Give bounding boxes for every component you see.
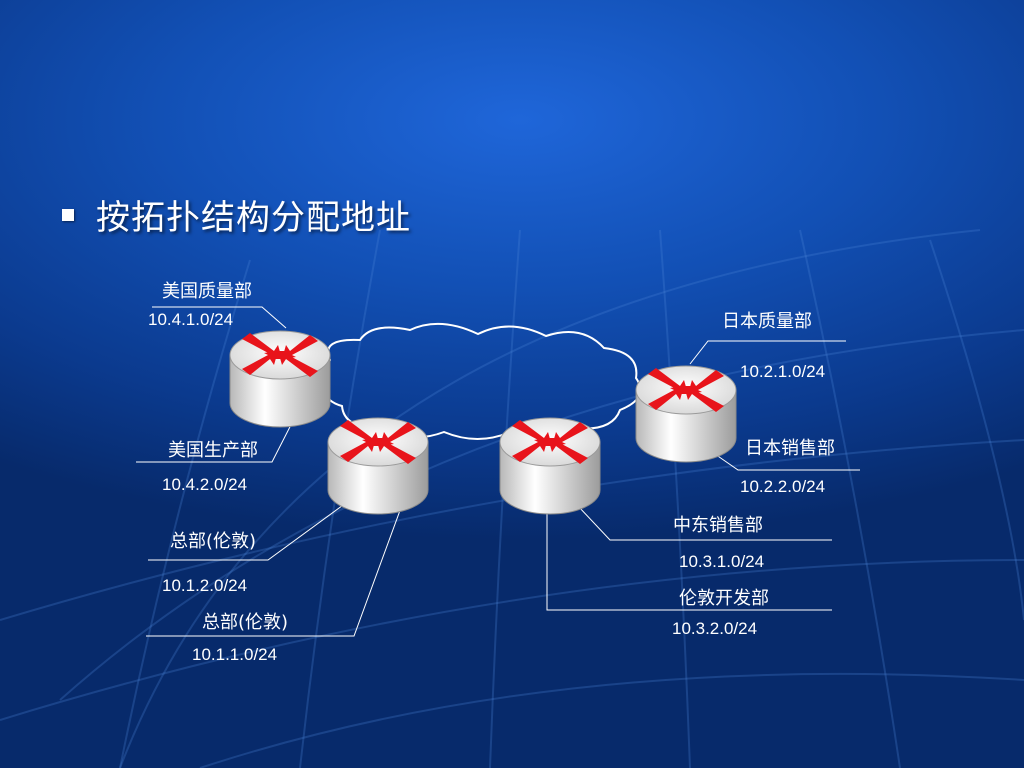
label-me-sales: 中东销售部 bbox=[673, 515, 763, 536]
label-me-sales-ip: 10.3.1.0/24 bbox=[679, 552, 765, 571]
line-hq-london-2 bbox=[146, 504, 403, 637]
slide-title: 按拓扑结构分配地址 bbox=[96, 198, 411, 238]
label-jp-sales-ip: 10.2.2.0/24 bbox=[740, 477, 826, 496]
line-jp-sales bbox=[711, 451, 860, 471]
line-us-quality bbox=[152, 306, 287, 329]
line-me-sales bbox=[577, 505, 832, 541]
line-london-dev bbox=[546, 510, 832, 611]
label-jp-quality-ip: 10.2.1.0/24 bbox=[740, 362, 826, 381]
label-jp-sales: 日本销售部 bbox=[745, 438, 835, 459]
router-london-a-icon bbox=[327, 417, 429, 515]
label-hq-london-1-ip: 10.1.2.0/24 bbox=[162, 576, 248, 595]
router-japan-icon bbox=[635, 365, 737, 463]
label-london-dev: 伦敦开发部 bbox=[679, 588, 769, 609]
label-us-production: 美国生产部 bbox=[168, 440, 258, 461]
label-hq-london-1: 总部(伦敦) bbox=[170, 531, 257, 552]
label-jp-quality: 日本质量部 bbox=[722, 311, 812, 332]
label-us-quality-ip: 10.4.1.0/24 bbox=[148, 310, 234, 329]
label-london-dev-ip: 10.3.2.0/24 bbox=[672, 619, 758, 638]
label-us-quality: 美国质量部 bbox=[162, 281, 252, 302]
line-hq-london-1 bbox=[148, 499, 351, 561]
line-us-production bbox=[136, 414, 297, 463]
line-jp-quality bbox=[689, 340, 846, 365]
router-london-b-icon bbox=[499, 417, 601, 515]
label-us-production-ip: 10.4.2.0/24 bbox=[162, 475, 248, 494]
bullet-square-icon bbox=[62, 208, 74, 221]
label-hq-london-2: 总部(伦敦) bbox=[202, 612, 289, 633]
router-usa-icon bbox=[229, 330, 331, 428]
label-hq-london-2-ip: 10.1.1.0/24 bbox=[192, 645, 278, 664]
title-row: 按拓扑结构分配地址 bbox=[62, 190, 411, 239]
